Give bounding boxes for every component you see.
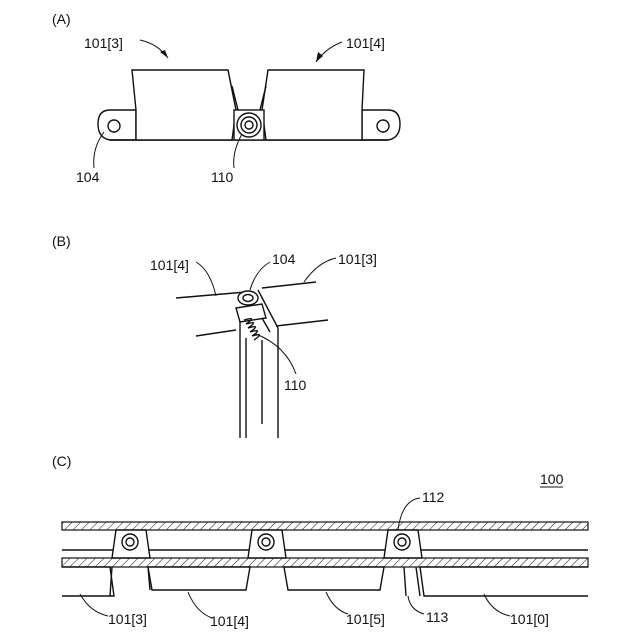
spring-coil: [244, 319, 260, 340]
callout-104-b: 104: [272, 251, 296, 267]
assembly-ref: 100: [540, 471, 564, 487]
box-101-4: [262, 70, 364, 140]
panel-b: (B) 101[4] 104 101[3] 110: [52, 233, 377, 438]
panel-c: (C) 100 112: [52, 453, 588, 629]
panel-101-5: [284, 567, 384, 590]
callout-101-4-c: 101[4]: [210, 613, 249, 629]
callout-101-3-b: 101[3]: [338, 251, 377, 267]
callout-101-4: 101[4]: [346, 35, 385, 51]
arrow-head: [160, 50, 168, 58]
right-flange: [362, 110, 400, 140]
callout-101-0-c: 101[0]: [510, 611, 549, 627]
callout-104: 104: [76, 169, 100, 185]
panel-a: (A) 101[3] 101[4] 104 110: [52, 11, 400, 185]
hinge-housing: [234, 110, 264, 140]
callout-112: 112: [422, 489, 445, 505]
left-flange: [98, 110, 136, 140]
arrow-head: [316, 52, 323, 62]
callout-101-4-b: 101[4]: [150, 257, 189, 273]
panel-101-4-top-edge: [176, 292, 246, 298]
panel-a-label: (A): [52, 11, 71, 27]
box-101-3: [132, 70, 236, 140]
callout-113: 113: [426, 609, 449, 625]
panel-101-0: [420, 567, 588, 596]
callout-101-3: 101[3]: [84, 35, 123, 51]
panel-101-4: [148, 567, 250, 590]
panel-101-3: [62, 567, 114, 596]
top-rail: [62, 522, 588, 530]
panel-101-3-top-edge: [262, 282, 316, 288]
callout-101-5-c: 101[5]: [346, 611, 385, 627]
bottom-rail: [62, 558, 588, 567]
callout-101-3-c: 101[3]: [108, 611, 147, 627]
callout-110-b: 110: [284, 377, 307, 393]
hinge-pin: [238, 291, 258, 305]
hinge-unit: [248, 530, 286, 558]
callout-110: 110: [211, 169, 234, 185]
panel-c-label: (C): [52, 453, 71, 469]
panel-b-label: (B): [52, 233, 71, 249]
